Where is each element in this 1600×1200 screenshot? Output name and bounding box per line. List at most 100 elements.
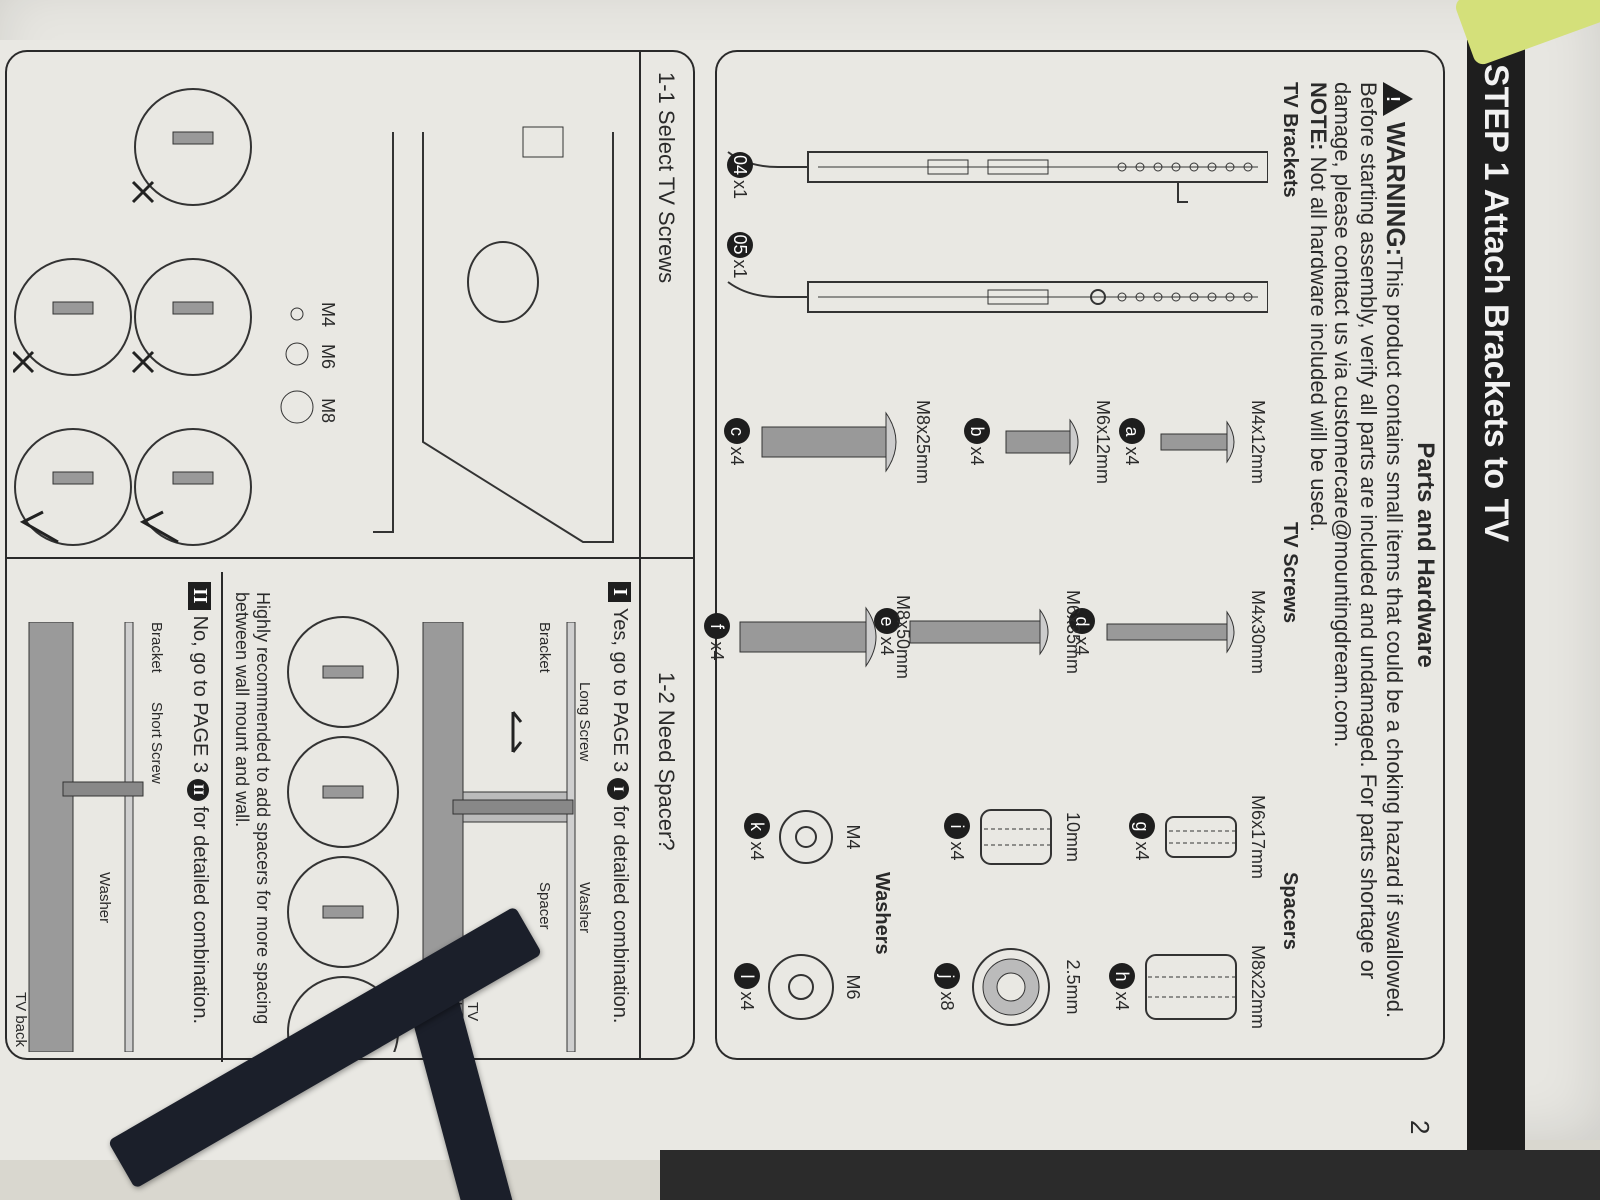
screw-id-badge: c xyxy=(724,418,750,445)
bracket-icon xyxy=(727,151,1269,203)
screw-icon xyxy=(1106,610,1235,654)
washer-id-badge: l xyxy=(734,963,760,990)
spacer-spec: 2.5mm xyxy=(1063,959,1083,1015)
no-text-end: for detailed combination. xyxy=(189,806,211,1025)
screw-spec: M6x12mm xyxy=(1093,399,1113,484)
spacers-label: Spacers xyxy=(1279,872,1301,950)
label-tv-back: TV back xyxy=(12,992,29,1048)
option-i-circle: I xyxy=(607,777,629,800)
spacer-g: M6x17mm gx4 xyxy=(1129,772,1268,902)
page-number: 2 xyxy=(1405,1120,1435,1135)
screw-icon xyxy=(1160,420,1235,464)
manual-page: STEP 1 Attach Brackets to TV 2 Parts and… xyxy=(0,40,1525,1160)
parts-heading: Parts and Hardware xyxy=(1412,442,1439,668)
spacer-ring-icon xyxy=(972,948,1050,1026)
note-label: NOTE: xyxy=(1306,82,1331,151)
brackets-qty-row: 04x1 05x1 xyxy=(727,152,753,352)
spacer-qty: x4 xyxy=(1112,991,1132,1011)
screw-a: M4x12mm ax4 xyxy=(1119,382,1268,502)
label-bracket: Bracket xyxy=(536,622,553,673)
spacer-qty: x4 xyxy=(1132,841,1152,861)
spacer-qty: x4 xyxy=(947,841,967,861)
screw-id-badge: f xyxy=(704,613,730,640)
label-washer: Washer xyxy=(96,872,113,924)
washer-icon xyxy=(779,810,833,864)
check-mark-icon xyxy=(19,510,59,544)
label-short-screw: Short Screw xyxy=(148,702,165,784)
hand-drawing xyxy=(467,241,539,323)
screw-fit-examples xyxy=(13,88,252,546)
screw-icon xyxy=(761,411,897,473)
recommend-text: Highly recommended to add spacers for mo… xyxy=(232,592,273,1025)
screw-icon xyxy=(909,608,1049,656)
bracket-04-drawing xyxy=(708,112,1269,222)
washer-l: M6 lx4 xyxy=(734,922,863,1052)
spacer-id-badge: i xyxy=(944,813,970,840)
screw-qty: x4 xyxy=(1122,446,1142,466)
tv-back-drawing xyxy=(373,126,614,543)
label-long-screw: Long Screw xyxy=(576,682,593,762)
spacer-spec: M6x17mm xyxy=(1248,794,1268,879)
washer-icon xyxy=(768,954,834,1020)
spacer-icon xyxy=(1145,954,1237,1020)
step-title: STEP 1 Attach Brackets to TV xyxy=(1477,64,1516,543)
screw-spec: M4x30mm xyxy=(1248,589,1268,674)
size-m4: M4 xyxy=(318,302,338,328)
spacer-spec: 10mm xyxy=(1063,811,1083,862)
screw-spec: M8x50mm xyxy=(893,594,913,679)
screw-spec: M4x12mm xyxy=(1248,399,1268,484)
spacer-combination-circles xyxy=(287,616,399,1052)
screw-f: M8x50mm fx4 xyxy=(704,572,913,702)
screw-e: M6x35mm ex4 xyxy=(874,572,1083,692)
bracket-icon xyxy=(727,281,1269,313)
wrong-mark-icon xyxy=(131,180,155,204)
spacer-id-badge: h xyxy=(1109,963,1135,990)
washer-qty: x4 xyxy=(737,991,757,1011)
step-header: STEP 1 Attach Brackets to TV xyxy=(1467,40,1525,1160)
dark-table-edge xyxy=(660,1150,1600,1200)
need-spacer-title: 1-2 Need Spacer? xyxy=(654,672,679,851)
wrong-mark-icon xyxy=(131,350,155,374)
screw-qty: x4 xyxy=(727,446,747,466)
check-mark-icon xyxy=(139,510,179,544)
bracket-05-drawing xyxy=(708,242,1269,352)
screw-d: M4x30mm dx4 xyxy=(1069,572,1268,692)
washer-qty: x4 xyxy=(747,841,767,861)
select-screws-title: 1-1 Select TV Screws xyxy=(654,72,679,284)
label-spacer: Spacer xyxy=(536,882,553,930)
parts-hardware-box: Parts and Hardware !WARNING:This product… xyxy=(704,50,1445,1060)
spacer-icon xyxy=(980,809,1052,865)
option-ii-circle: II xyxy=(187,778,209,801)
screw-b: M6x12mm bx4 xyxy=(964,382,1113,502)
wrong-mark-icon xyxy=(13,350,35,374)
note-block: NOTE: Not all hardware included will be … xyxy=(1305,82,1331,1022)
spacer-qty: x8 xyxy=(937,991,957,1011)
tv-screws-label: TV Screws xyxy=(1279,522,1301,624)
washer-spec: M4 xyxy=(843,824,863,850)
screw-icon xyxy=(1005,418,1079,466)
option-ii-badge: II xyxy=(188,582,211,610)
screw-qty: x4 xyxy=(967,446,987,466)
screw-id-badge: a xyxy=(1119,418,1145,445)
spacer-h: M8x22mm hx4 xyxy=(1109,922,1268,1052)
arrow-icon xyxy=(511,711,523,753)
size-m6: M6 xyxy=(318,344,338,370)
washer-id-badge: k xyxy=(744,813,770,840)
no-option: IINo, go to PAGE 3 II for detailed combi… xyxy=(187,582,211,1052)
size-circles-icon xyxy=(280,307,314,424)
label-bracket: Bracket xyxy=(148,622,165,673)
spacer-i: 10mm ix4 xyxy=(944,772,1083,902)
option-divider xyxy=(221,572,223,1062)
bracket-qty: x1 xyxy=(730,259,750,279)
spacer-id-badge: j xyxy=(934,963,960,990)
option-i-badge: I xyxy=(608,582,631,602)
screw-c: M8x25mm cx4 xyxy=(724,382,933,502)
bracket-id-badge: 05 xyxy=(727,231,753,258)
spacer-icon xyxy=(1165,816,1237,858)
spacer-id-badge: g xyxy=(1129,813,1155,840)
size-gauge: M4 M6 M8 xyxy=(277,302,338,502)
washers-label: Washers xyxy=(871,872,893,955)
spacer-spec: M8x22mm xyxy=(1248,944,1268,1029)
bracket-id-badge: 04 xyxy=(727,152,753,179)
no-diagram: Bracket Short Screw Washer TV back xyxy=(12,621,173,1053)
